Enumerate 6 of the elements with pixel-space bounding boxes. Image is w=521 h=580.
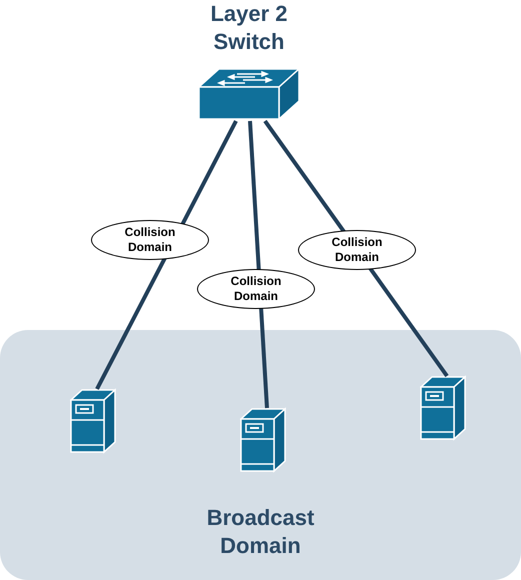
domain-label: Broadcast Domain: [206, 504, 316, 560]
edge-label: Collision Domain: [91, 220, 209, 260]
switch-label: Layer 2 Switch: [209, 0, 289, 56]
broadcast-domain-area: [0, 330, 521, 580]
edge-label: Collision Domain: [298, 230, 416, 270]
edge-label: Collision Domain: [197, 269, 315, 309]
